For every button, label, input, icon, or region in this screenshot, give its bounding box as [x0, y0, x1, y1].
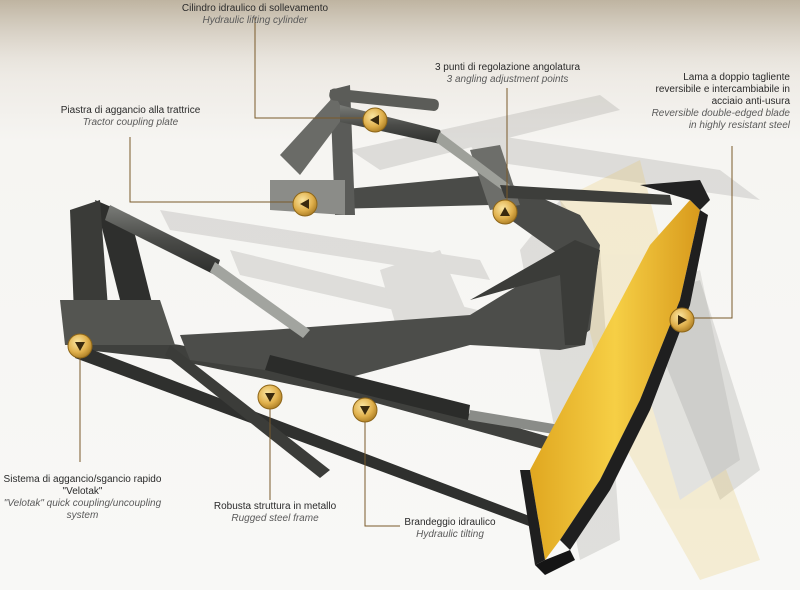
callout-angling-points-it: 3 punti di regolazione angolatura	[434, 62, 581, 73]
leader-double-edged-blade	[682, 146, 733, 319]
callout-steel-frame: Robusta struttura in metallo Rugged stee…	[200, 501, 350, 525]
upper-push-arm	[500, 185, 672, 205]
callout-velotak-it-line2: "Velotak"	[62, 486, 103, 497]
lower-push-arm-front	[75, 345, 545, 532]
callout-steel-frame-en: Rugged steel frame	[231, 513, 319, 524]
arrow-right-icon	[678, 315, 687, 325]
callout-coupling-plate-en: Tractor coupling plate	[82, 117, 179, 128]
marker-angling-points[interactable]	[492, 199, 518, 225]
arrow-down-icon	[265, 393, 275, 402]
arrow-left-icon	[370, 115, 379, 125]
callout-lifting-cylinder: Cilindro idraulico di sollevamento Hydra…	[170, 3, 340, 27]
blade	[520, 180, 710, 575]
tilting-cylinder	[265, 355, 590, 442]
callout-blade-it-line3: acciaio anti-usura	[711, 96, 790, 107]
callout-steel-frame-it: Robusta struttura in metallo	[213, 501, 337, 512]
arrow-down-icon	[75, 342, 85, 351]
callout-lifting-cylinder-it: Cilindro idraulico di sollevamento	[181, 3, 329, 14]
callout-coupling-plate-it: Piastra di aggancio alla trattrice	[60, 105, 201, 116]
marker-lifting-cylinder[interactable]	[362, 107, 388, 133]
callout-velotak-it-line1: Sistema di aggancio/sgancio rapido	[3, 474, 162, 485]
leader-lifting-cylinder	[254, 18, 375, 119]
marker-steel-frame[interactable]	[257, 384, 283, 410]
lower-push-arm-rear	[165, 345, 330, 478]
callout-blade-en-line2: in highly resistant steel	[688, 120, 790, 131]
leader-coupling-plate	[129, 137, 305, 203]
marker-hydraulic-tilting[interactable]	[352, 397, 378, 423]
marker-double-edged-blade[interactable]	[669, 307, 695, 333]
callout-angling-points: 3 punti di regolazione angolatura 3 angl…	[415, 62, 600, 86]
callout-lifting-cylinder-en: Hydraulic lifting cylinder	[202, 15, 308, 26]
main-frame	[60, 200, 600, 455]
callout-blade-it-line2: reversibile e intercambiabile in	[655, 84, 790, 95]
background-texture	[0, 0, 800, 90]
callout-velotak-en-line1: "Velotak" quick coupling/uncoupling	[3, 498, 162, 509]
leader-hydraulic-tilting	[364, 410, 400, 527]
arrow-up-icon	[500, 207, 510, 216]
callout-velotak-en-line2: system	[66, 510, 99, 521]
callout-double-edged-blade: Lama a doppio tagliente reversibile e in…	[612, 72, 790, 132]
arrow-left-icon	[300, 199, 309, 209]
callout-hydraulic-tilting-en: Hydraulic tilting	[416, 529, 484, 540]
callout-velotak: Sistema di aggancio/sgancio rapido "Velo…	[0, 474, 165, 522]
callout-blade-it-line1: Lama a doppio tagliente	[683, 72, 790, 83]
callout-hydraulic-tilting: Brandeggio idraulico Hydraulic tilting	[395, 517, 505, 541]
callout-angling-points-en: 3 angling adjustment points	[446, 74, 569, 85]
callout-hydraulic-tilting-it: Brandeggio idraulico	[404, 517, 496, 528]
callout-blade-en-line1: Reversible double-edged blade	[651, 108, 790, 119]
marker-coupling-plate[interactable]	[292, 191, 318, 217]
lifting-cylinder-lower	[105, 205, 310, 338]
leader-lines	[79, 18, 733, 527]
callout-coupling-plate: Piastra di aggancio alla trattrice Tract…	[48, 105, 213, 129]
arrow-down-icon	[360, 406, 370, 415]
marker-velotak[interactable]	[67, 333, 93, 359]
